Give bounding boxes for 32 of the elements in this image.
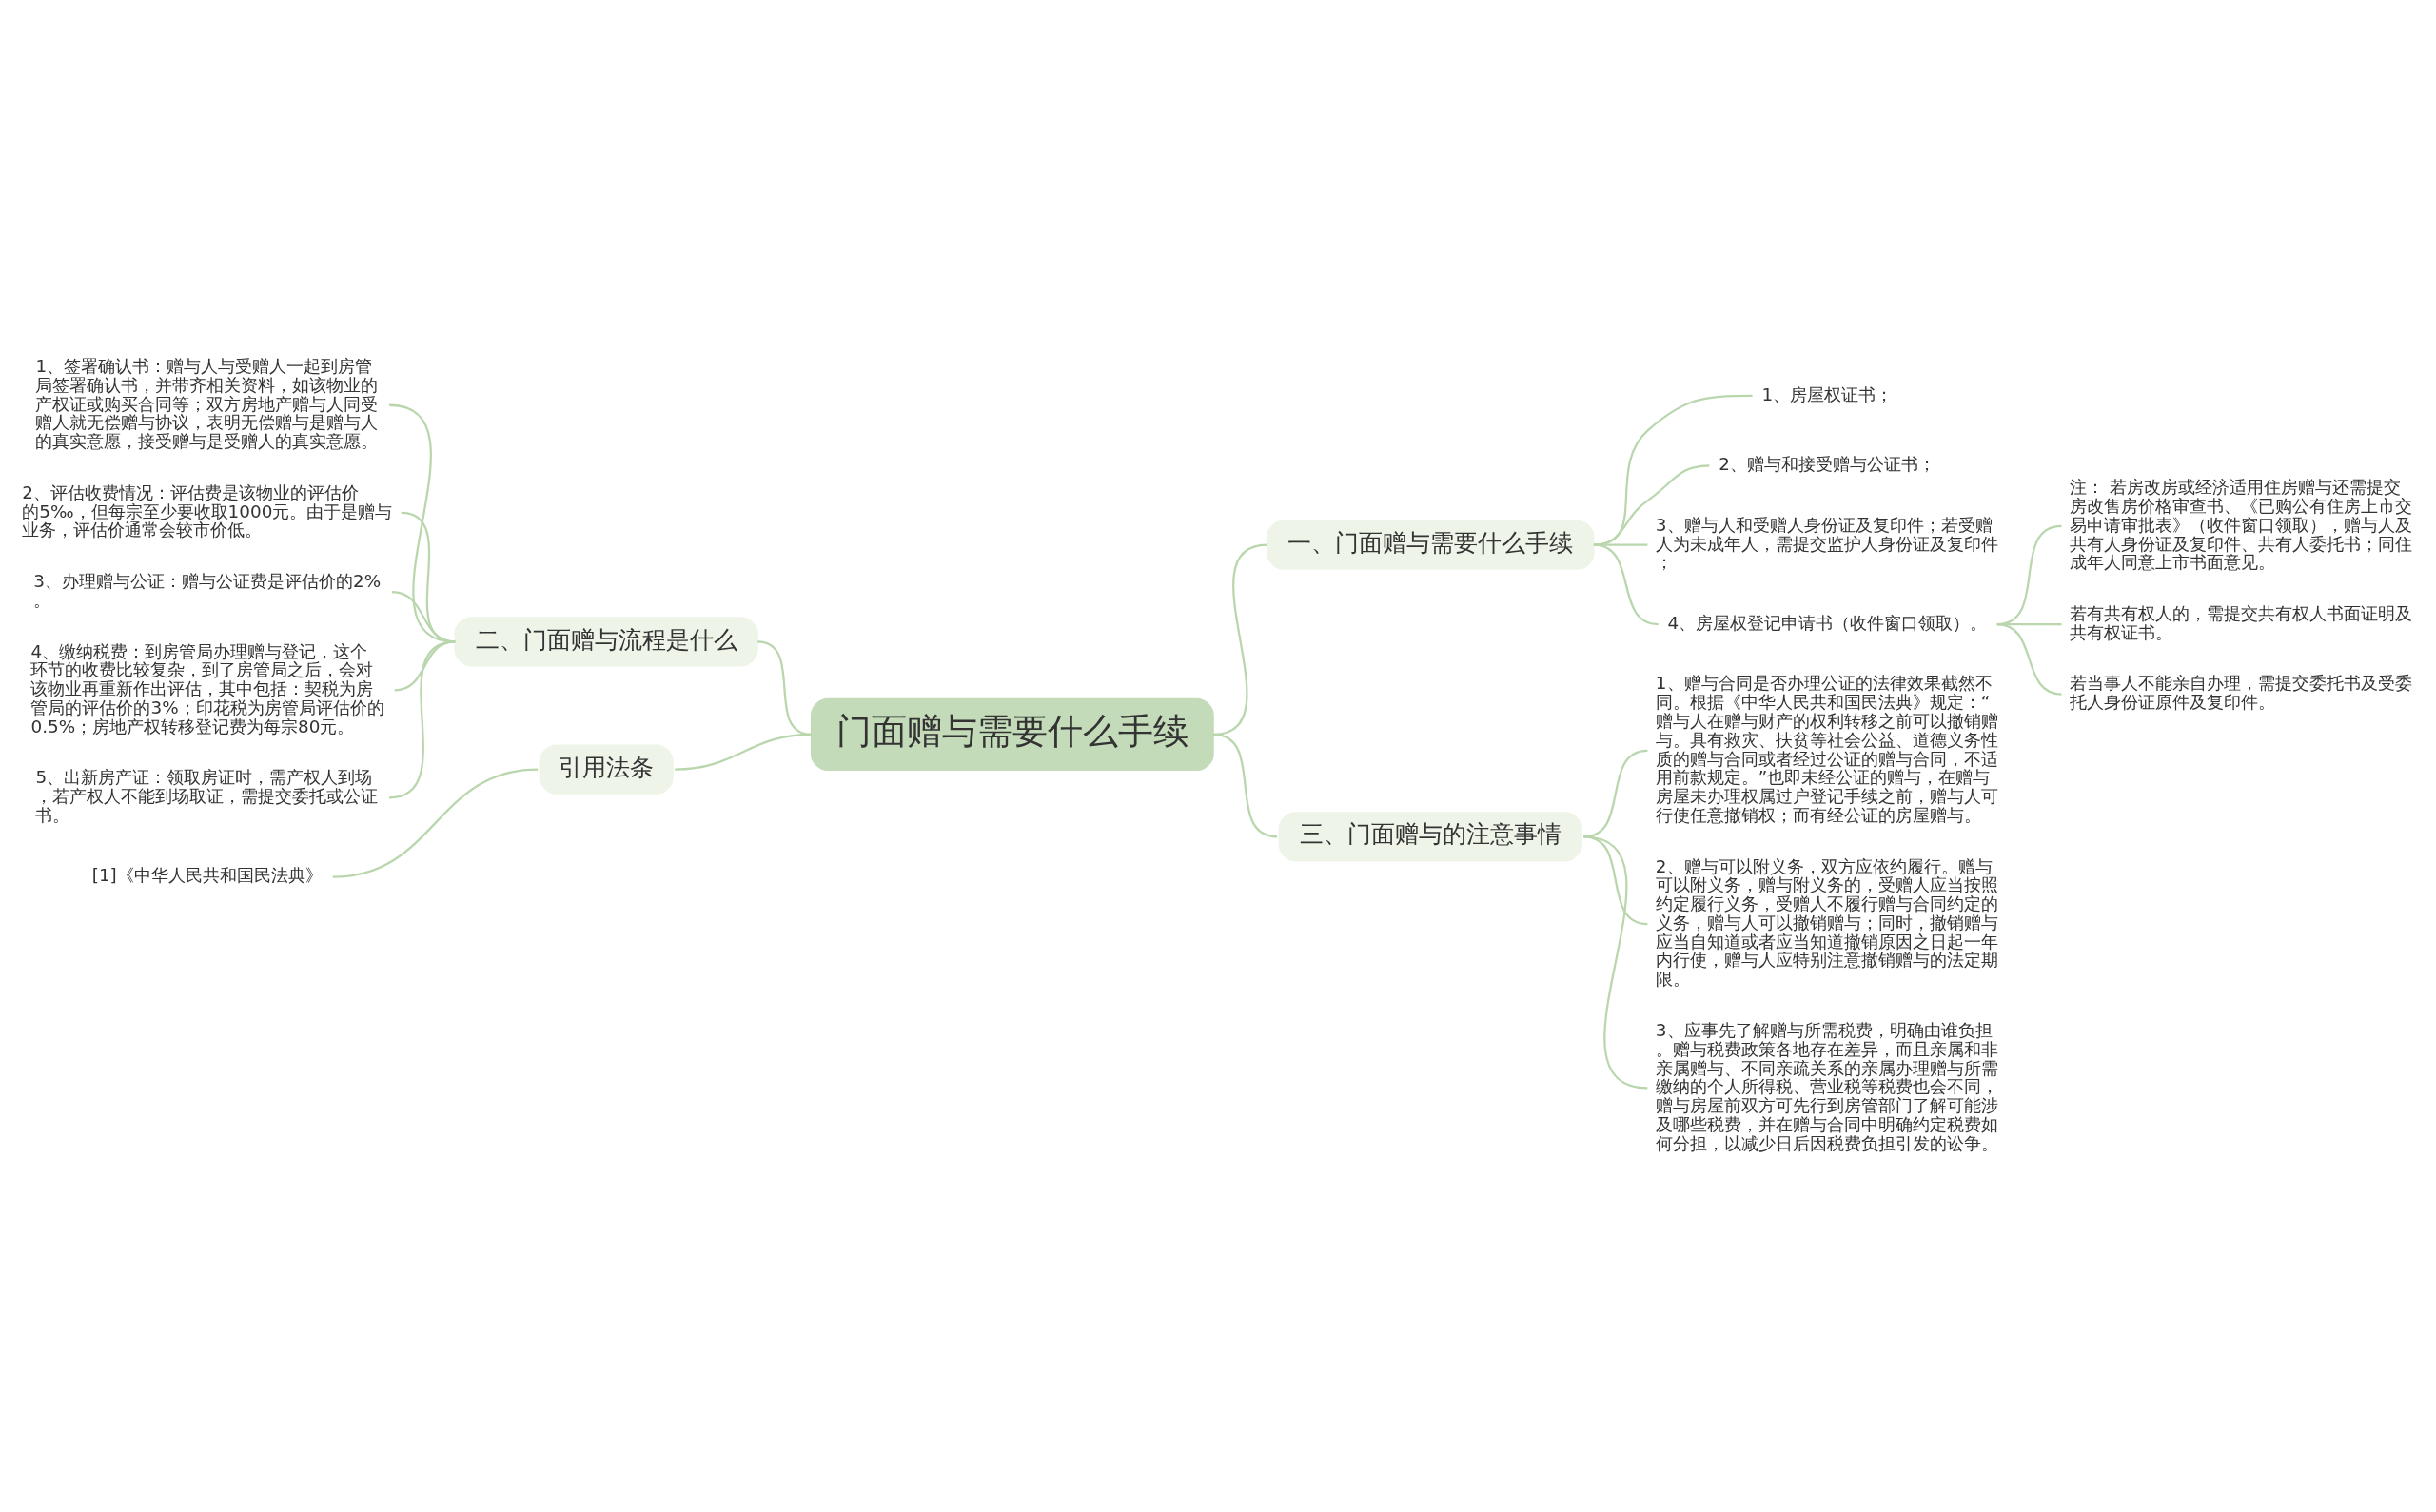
connector <box>1996 622 2062 696</box>
connector <box>388 640 456 799</box>
node-text: 1、赠与合同是否办理公证的法律效果截然不同。根据《中华人民共和国民法典》规定：“赠与人在赠与财产的权利转移之前可以撤销赠与。具有救灾、扶贫等社会公益、道德义务性质的赠与合同或者经过公证的赠与合同，不适用前款规定。”也即未经公证的赠与，在赠与房屋未办理权属过户登记手续之前，赠与人可行使任意撤销权；而有经公证的房屋赠与。 <box>1655 673 1998 825</box>
connector <box>1593 394 1753 546</box>
connector <box>1583 835 1648 1090</box>
connector <box>1593 543 1659 626</box>
node-text: 4、缴纳税费：到房管局办理赠与登记，这个环节的收费比较复杂，到了房管局之后，会对该物业再重新作出评估，其中包括：契税为房管局的评估价的3%；印花税为房管局评估价的0.5%；房地产权转移登记费为每宗80元。 <box>30 640 384 736</box>
node-text: 2、评估收费情况：评估费是该物业的评估价的5‰，但每宗至少要收取1000元。由于是赠与业务，评估价通常会较市价低。 <box>22 481 393 540</box>
node-text: 若有共有权人的，需提交共有权人书面证明及共有权证书。 <box>2070 602 2413 642</box>
node-text: 1、签署确认书：赠与人与受赠人一起到房管局签署确认书，并带齐相关资料，如该物业的产权证或购买合同等；双方房地产赠与人同受赠人就无偿赠与协议，表明无偿赠与是赠与人的真实意愿，接受赠与是受赠人的真实意愿。 <box>35 356 379 452</box>
connector <box>1593 464 1710 546</box>
node-box: 门面赠与需要什么手续 <box>810 697 1214 772</box>
node-text: 2、赠与和接受赠与公证书； <box>1719 454 1935 475</box>
connector <box>1583 835 1648 926</box>
node-text: 4、房屋权登记申请书（收件窗口领取）。 <box>1667 612 1988 633</box>
connector <box>332 768 539 878</box>
node-text: [1]《中华人民共和国民法典》 <box>91 865 323 886</box>
node-box: 三、门面赠与的注意事情 <box>1278 812 1582 862</box>
node-text: 3、赠与人和受赠人身份证及复印件；若受赠人为未成年人，需提交监护人身份证及复印件； <box>1655 514 1998 573</box>
connector <box>1212 733 1278 838</box>
node-text: 1、房屋权证书； <box>1761 383 1894 404</box>
connector <box>756 640 812 736</box>
connector <box>675 733 812 771</box>
node-box: 一、门面赠与需要什么手续 <box>1266 520 1595 570</box>
node-box: 二、门面赠与流程是什么 <box>454 617 758 667</box>
node-text: 3、应事先了解赠与所需税费，明确由谁负担。赠与税费政策各地存在差异，而且亲属和非亲属赠与、不同亲疏关系的亲属办理赠与所需缴纳的个人所得税、营业税等税费也会不同，赠与房屋前双方可先行到房管部门了解可能涉及哪些税费，并在赠与合同中明确约定税费如何分担，以减少日后因税费负担引发的讼争。 <box>1655 1019 1998 1153</box>
node-text: 5、出新房产证：领取房证时，需产权人到场，若产权人不能到场取证，需提交委托或公证书。 <box>35 767 379 825</box>
node-text: 3、办理赠与公证：赠与公证费是评估价的2%。 <box>33 571 382 610</box>
node-text: 注： 若房改房或经济适用住房赠与还需提交房改售房价格审查书、《已购公有住房上市交易申请审批表》（收件窗口领取），赠与人及共有人身份证及复印件、共有人委托书；同住成年人同意上市书面意见。 <box>2070 477 2413 573</box>
node-box: 引用法条 <box>539 744 674 795</box>
node-text: 若当事人不能亲自办理，需提交委托书及受委托人身份证原件及复印件。 <box>2070 673 2413 713</box>
node-text: 2、赠与可以附义务，双方应依约履行。赠与可以附义务，赠与附义务的，受赠人应当按照约定履行义务，受赠人不履行赠与合同约定的义务，赠与人可以撤销赠与；同时，撤销赠与应当自知道或者应当知道撤销原因之日起一年内行使，赠与人应特别注意撤销赠与的法定期限。 <box>1655 855 1998 990</box>
